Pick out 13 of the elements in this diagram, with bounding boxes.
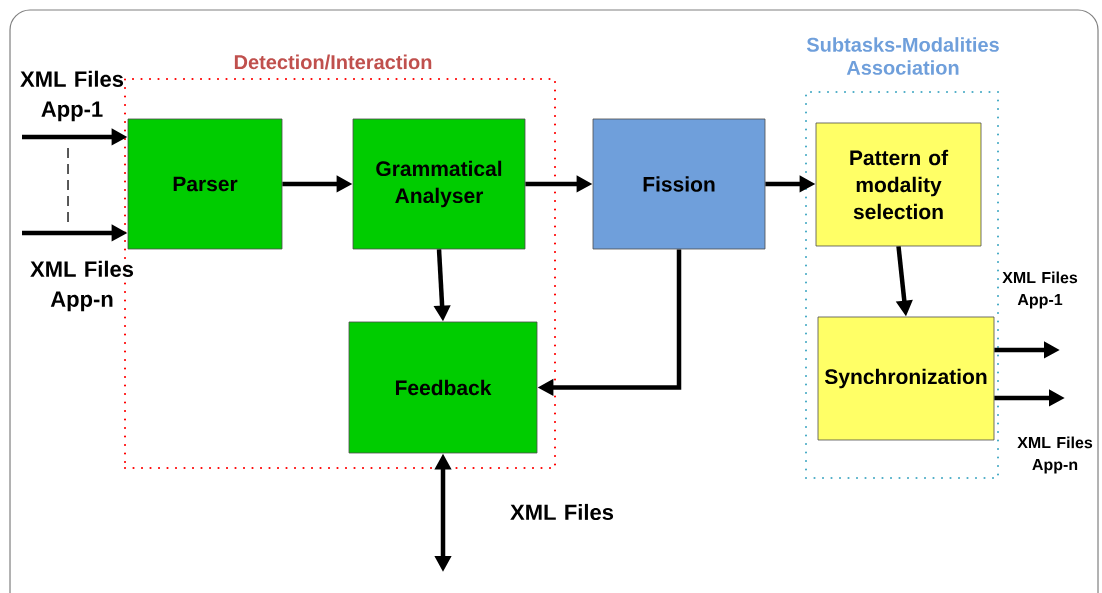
edge-label: XML Files App-n: [1017, 436, 1093, 474]
process-box: Feedback: [348, 321, 538, 454]
node-label: Subtasks-Modalities Association: [806, 37, 999, 75]
process-box: Grammatical Analyser: [352, 118, 526, 250]
edge-label: XML Files: [510, 503, 614, 521]
process-box: Fission: [592, 118, 766, 250]
process-box: Pattern of modality selection: [815, 122, 982, 247]
edge-label: XML Files App-1: [1002, 271, 1078, 309]
node-label: Detection/Interaction: [234, 54, 432, 70]
process-box: Parser: [127, 118, 283, 250]
process-box: Synchronization: [817, 316, 995, 441]
edge-label: XML Files App-1: [20, 70, 124, 122]
edge-label: XML Files App-n: [30, 260, 134, 312]
